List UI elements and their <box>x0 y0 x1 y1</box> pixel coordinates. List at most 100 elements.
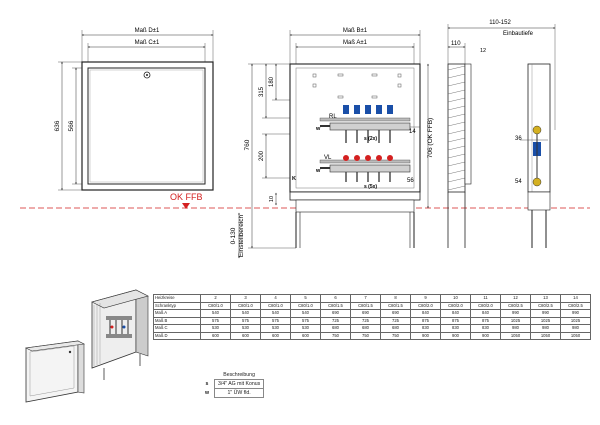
table-cell: C80/1.5 <box>320 301 351 310</box>
table-cell: 1025 <box>500 316 531 325</box>
table-cell: 600 <box>260 331 291 340</box>
dim-36: 36 <box>515 136 522 142</box>
table-cell: C80/1.5 <box>380 301 411 310</box>
table-cell: 11 <box>470 294 501 303</box>
table-cell: 830 <box>470 324 501 333</box>
table-cell: 1050 <box>560 331 591 340</box>
table-cell: 9 <box>410 294 441 303</box>
table-cell: 6 <box>320 294 351 303</box>
label-rl: RL <box>329 114 337 120</box>
legend-key: w <box>204 390 210 396</box>
side-view: 110-152 Einbautiefe 110 12 36 <box>447 20 556 248</box>
dim-315: 315 <box>259 86 265 97</box>
ok-ffb-marker <box>182 203 190 209</box>
table-cell: 575 <box>230 316 261 325</box>
front-view: Maß D±1 Maß C±1 636 566 <box>54 28 214 191</box>
table-cell: 990 <box>500 309 531 318</box>
table-cell: 750 <box>380 331 411 340</box>
table-cell: C80/2.5 <box>530 301 561 310</box>
row-label: Heizkreise <box>153 294 201 303</box>
table-cell: 680 <box>350 324 381 333</box>
dim-56: 56 <box>407 178 414 184</box>
section-dim-top-outer: Maß B±1 <box>343 28 368 34</box>
label-s5x: s (5x) <box>364 184 377 190</box>
label-k: K <box>292 176 296 182</box>
table-cell: 575 <box>200 316 231 325</box>
table-cell: 1050 <box>530 331 561 340</box>
dim-10: 10 <box>269 196 275 202</box>
legend-title: Beschreibung <box>214 371 264 380</box>
table-cell: 840 <box>470 309 501 318</box>
table-cell: 530 <box>200 324 231 333</box>
table-cell: C80/2.5 <box>500 301 531 310</box>
dim-54: 54 <box>515 179 522 185</box>
dim-110-152: 110-152 <box>489 20 511 26</box>
table-cell: 540 <box>200 309 231 318</box>
label-w-bottom: w <box>315 168 321 174</box>
dim-12: 12 <box>480 48 486 54</box>
table-cell: C80/1.0 <box>200 301 231 310</box>
dim-110: 110 <box>451 41 461 47</box>
einstellbereich-label: Einstellbereich <box>238 214 245 257</box>
table-cell: 725 <box>320 316 351 325</box>
table-cell: 2 <box>200 294 231 303</box>
row-label: Schranktyp <box>153 301 201 310</box>
table-cell: 575 <box>260 316 291 325</box>
table-cell: 13 <box>530 294 561 303</box>
dim-0-130: 0-130 <box>230 227 237 244</box>
front-dim-top-inner: Maß C±1 <box>135 40 160 46</box>
table-cell: 680 <box>380 324 411 333</box>
front-dim-height-inner: 566 <box>68 120 75 131</box>
legend-text: 3/4" AG mit Konus <box>213 379 265 389</box>
label-s2x: s (2x) <box>364 136 377 142</box>
dim-14: 14 <box>409 129 416 135</box>
table-cell: 540 <box>290 309 321 318</box>
legend-text: 1" ÜW fld. <box>213 388 265 398</box>
table-cell: C80/1.0 <box>290 301 321 310</box>
table-cell: 3 <box>230 294 261 303</box>
table-cell: 10 <box>440 294 471 303</box>
table-cell: 980 <box>500 324 531 333</box>
table-cell: 5 <box>290 294 321 303</box>
table-cell: C80/2.0 <box>470 301 501 310</box>
row-label: Maß B <box>153 316 201 325</box>
table-cell: 1025 <box>560 316 591 325</box>
table-cell: 830 <box>440 324 471 333</box>
einbautiefe-label: Einbautiefe <box>503 31 534 37</box>
table-cell: C80/2.5 <box>560 301 591 310</box>
label-vl: VL <box>324 155 332 161</box>
table-cell: 980 <box>560 324 591 333</box>
isometric-open-cabinet <box>91 289 149 380</box>
table-cell: 680 <box>320 324 351 333</box>
table-cell: 725 <box>350 316 381 325</box>
table-cell: 530 <box>290 324 321 333</box>
table-cell: C80/1.0 <box>230 301 261 310</box>
isometric-closed-cabinet <box>24 340 86 403</box>
table-cell: 4 <box>260 294 291 303</box>
front-dim-top-outer: Maß D±1 <box>135 28 160 34</box>
table-cell: 725 <box>380 316 411 325</box>
table-cell: 840 <box>440 309 471 318</box>
legend-table: Beschreibung s 3/4" AG mit Konus w 1" ÜW… <box>200 371 265 398</box>
table-cell: 990 <box>560 309 591 318</box>
table-cell: 980 <box>530 324 561 333</box>
table-cell: 8 <box>380 294 411 303</box>
table-cell: 830 <box>410 324 441 333</box>
section-dim-top-inner: Maß A±1 <box>343 40 368 46</box>
table-cell: 750 <box>350 331 381 340</box>
table-cell: 690 <box>320 309 351 318</box>
table-cell: 600 <box>230 331 261 340</box>
table-cell: 12 <box>500 294 531 303</box>
table-cell: 530 <box>230 324 261 333</box>
table-cell: 900 <box>440 331 471 340</box>
table-cell: 1025 <box>530 316 561 325</box>
ok-ffb-label: OK FFB <box>170 192 203 202</box>
dim-706: 706 (OK FFB) <box>427 118 434 158</box>
label-w-top: w <box>315 126 321 132</box>
table-cell: 990 <box>530 309 561 318</box>
